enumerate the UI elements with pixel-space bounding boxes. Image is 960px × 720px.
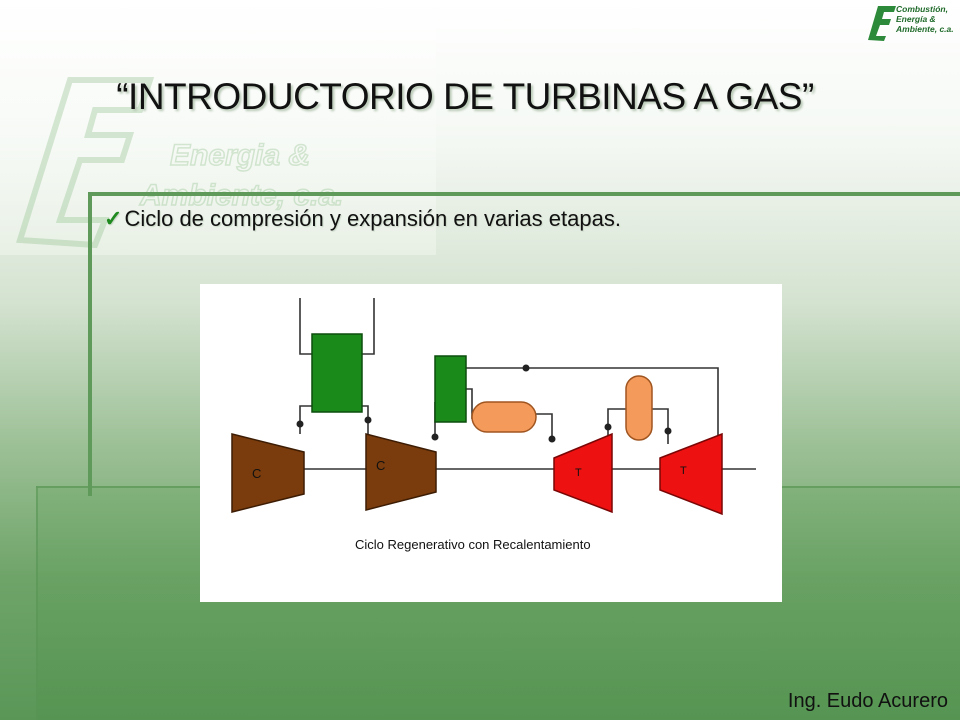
checkmark-icon: ✓ [104,206,123,231]
diagram-caption: Ciclo Regenerativo con Recalentamiento [355,537,591,552]
background-panel-top [0,0,436,255]
turbine-2-label: T [680,465,687,477]
compressor-2-label: C [376,458,385,473]
junction-dots [296,364,672,443]
cycle-diagram: C C T T Ciclo Regenerativo con Recalenta… [200,284,782,602]
compressor-1 [231,433,305,513]
logo-line-1: Combustión, [896,4,948,14]
compressor-2 [365,433,437,511]
intercooler [311,333,363,413]
compressor-1-label: C [252,466,261,481]
content-frame [88,192,960,496]
combustor-1 [471,401,537,433]
turbine-2 [659,432,723,516]
logo-line-3: Ambiente, c.a. [896,24,954,34]
watermark-line-1: Energia & [170,139,310,172]
bullet-item: ✓Ciclo de compresión y expansión en vari… [104,206,621,232]
regenerator [434,355,467,423]
bullet-text: Ciclo de compresión y expansión en varia… [124,206,621,231]
slide-title: “INTRODUCTORIO DE TURBINAS A GAS” [116,76,814,117]
turbine-1 [553,432,613,514]
cycle-diagram-svg: C C T T Ciclo Regenerativo con Recalenta… [231,298,756,552]
company-logo-icon [868,6,896,41]
footer-author: Ing. Eudo Acurero [787,690,948,712]
combustor-2 [625,375,653,441]
company-logo-text: Combustión, Energía & Ambiente, c.a. [896,4,954,34]
logo-line-2: Energía & [896,14,936,24]
turbine-1-label: T [575,467,582,479]
